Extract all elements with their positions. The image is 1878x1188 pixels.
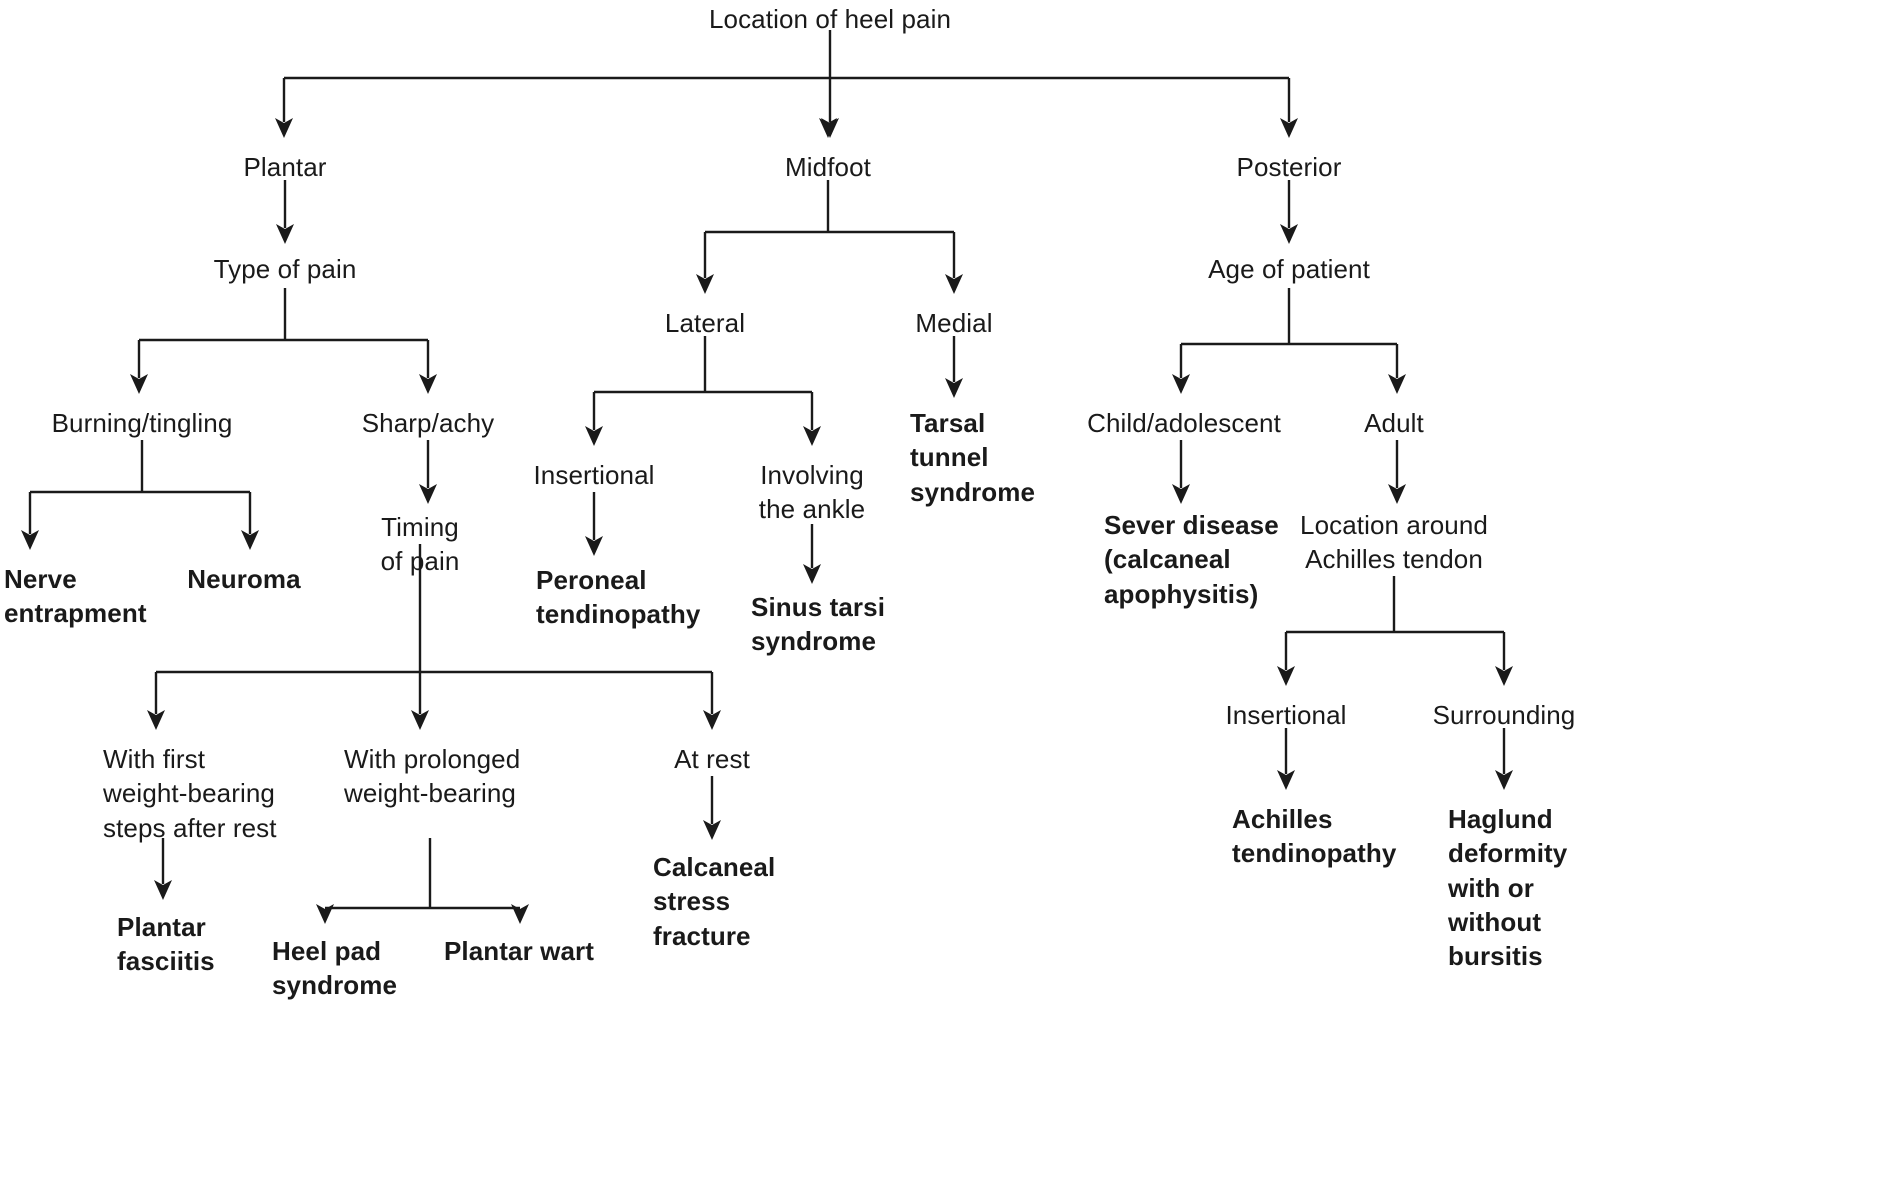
node-prolonged-wb[interactable]: With prolonged weight-bearing: [344, 744, 521, 809]
arrowhead-icon: [130, 374, 148, 394]
node-sever[interactable]: Sever disease (calcaneal apophysitis): [1104, 510, 1279, 609]
arrowhead-icon: [945, 274, 963, 294]
node-neuroma[interactable]: Neuroma: [187, 564, 301, 594]
node-nerve[interactable]: Nerve entrapment: [4, 564, 147, 629]
arrowhead-icon: [276, 224, 294, 244]
arrowhead-icon: [703, 710, 721, 730]
node-involving-ankle[interactable]: Involving the ankle: [758, 460, 866, 525]
connector-line: [28, 440, 252, 534]
arrowhead-icon: [585, 536, 603, 556]
connector-line: [1284, 576, 1506, 670]
connector-line: [325, 838, 520, 910]
arrowhead-icon: [1495, 666, 1513, 686]
node-lateral[interactable]: Lateral: [664, 308, 746, 338]
node-calcaneal[interactable]: Calcaneal stress fracture: [653, 852, 776, 951]
node-age-of-patient[interactable]: Age of patient: [1208, 254, 1370, 284]
node-tarsal[interactable]: Tarsal tunnel syndrome: [910, 408, 1036, 507]
node-insertional-ach[interactable]: Insertional: [1225, 700, 1347, 730]
connector-line: [1179, 288, 1399, 378]
arrowhead-icon: [1495, 770, 1513, 790]
node-medial[interactable]: Medial: [915, 308, 993, 338]
node-heel-pad[interactable]: Heel pad syndrome: [272, 936, 398, 1001]
node-adult[interactable]: Adult: [1364, 408, 1424, 438]
connector-line: [703, 180, 956, 278]
arrowhead-icon: [419, 374, 437, 394]
node-first-wb[interactable]: With first weight-bearing steps after re…: [103, 744, 277, 843]
connector-line: [592, 336, 814, 430]
node-insertional-mid[interactable]: Insertional: [533, 460, 655, 490]
arrowhead-icon: [154, 880, 172, 900]
arrowhead-icon: [1280, 224, 1298, 244]
node-child[interactable]: Child/adolescent: [1087, 408, 1281, 438]
arrowhead-icon: [241, 530, 259, 550]
arrowhead-icon: [703, 820, 721, 840]
arrowhead-icon: [803, 426, 821, 446]
node-plantar-fasc[interactable]: Plantar fasciitis: [117, 912, 215, 977]
arrowhead-icon: [819, 118, 837, 138]
connector-line: [282, 30, 1291, 122]
node-peroneal[interactable]: Peroneal tendinopathy: [536, 565, 701, 630]
arrowhead-icon: [585, 426, 603, 446]
arrowhead-icon: [147, 710, 165, 730]
arrowhead-icon: [419, 484, 437, 504]
arrowhead-icon: [1277, 666, 1295, 686]
arrowhead-icon: [1280, 118, 1298, 138]
node-at-rest[interactable]: At rest: [674, 744, 750, 774]
connector-line: [137, 288, 430, 378]
arrowhead-icon: [411, 710, 429, 730]
arrowhead-icon: [1172, 484, 1190, 504]
node-timing[interactable]: Timing of pain: [380, 512, 460, 577]
arrowhead-icon: [275, 118, 293, 138]
arrowhead-icon: [1388, 374, 1406, 394]
node-loc-achilles[interactable]: Location around Achilles tendon: [1300, 510, 1488, 575]
arrowhead-icon: [821, 118, 839, 138]
node-achilles-tendi[interactable]: Achilles tendinopathy: [1232, 804, 1397, 869]
node-root[interactable]: Location of heel pain: [708, 4, 952, 34]
arrowhead-icon: [1388, 484, 1406, 504]
arrowhead-icon: [511, 904, 529, 924]
arrowhead-icon: [945, 378, 963, 398]
arrowhead-icon: [1172, 374, 1190, 394]
arrowhead-icon: [696, 274, 714, 294]
node-midfoot[interactable]: Midfoot: [785, 152, 871, 182]
node-haglund[interactable]: Haglund deformity with or without bursit…: [1448, 804, 1568, 972]
node-sinus-tarsi[interactable]: Sinus tarsi syndrome: [751, 592, 886, 657]
node-type-of-pain[interactable]: Type of pain: [213, 254, 357, 284]
arrowhead-icon: [316, 904, 334, 924]
arrowhead-icon: [1277, 770, 1295, 790]
arrowhead-icon: [21, 530, 39, 550]
arrowhead-icon: [803, 564, 821, 584]
node-posterior[interactable]: Posterior: [1236, 152, 1342, 182]
node-burning[interactable]: Burning/tingling: [51, 408, 233, 438]
node-plantar[interactable]: Plantar: [243, 152, 327, 182]
node-plantar-wart[interactable]: Plantar wart: [443, 936, 595, 966]
node-surrounding[interactable]: Surrounding: [1432, 700, 1576, 730]
node-sharp[interactable]: Sharp/achy: [361, 408, 495, 438]
